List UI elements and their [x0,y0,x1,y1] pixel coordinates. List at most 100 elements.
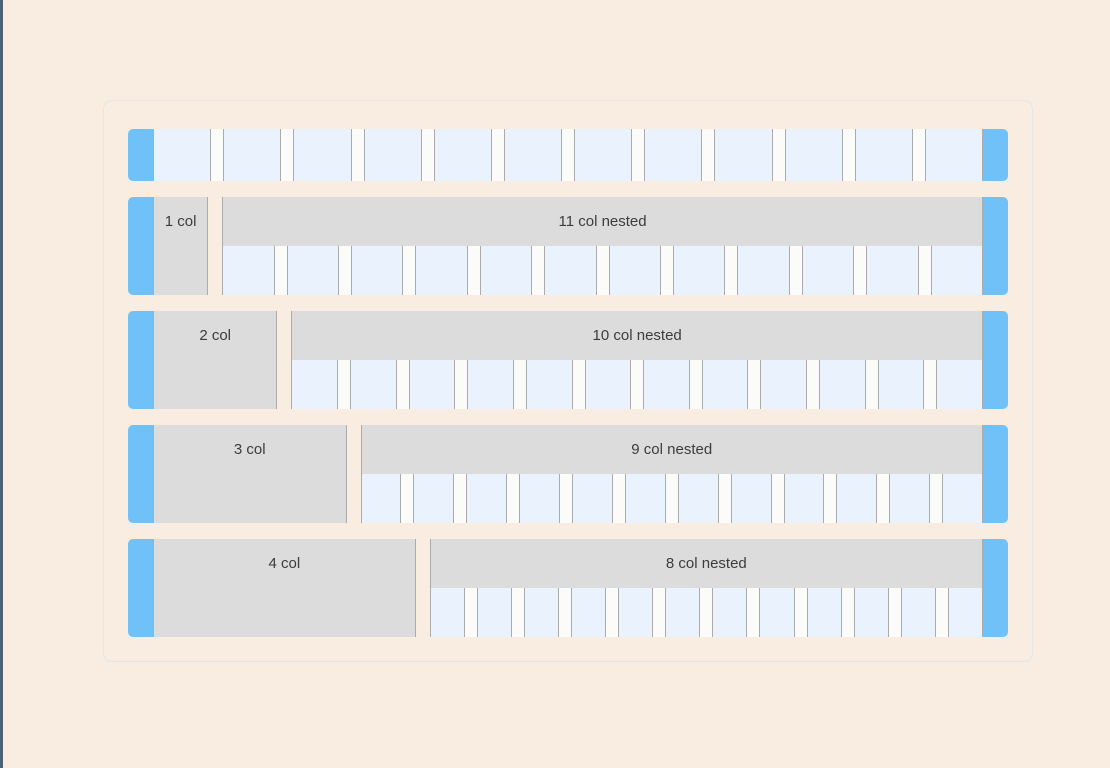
column-gutter [664,474,679,523]
row-content: 3 col 9 col nested [153,425,983,523]
grid-row [128,129,1008,181]
grid-column-cell [931,246,983,295]
striped-column-row [361,474,982,523]
grid-column-cell [901,588,935,637]
row-gutter [416,539,430,637]
grid-column-cell [520,474,559,523]
striped-column-row [430,588,982,637]
column-span-block: 1 col [153,197,209,295]
column-gutter [699,588,714,637]
grid-column-cell [573,474,612,523]
column-gutter [746,588,761,637]
grid-column-cell [925,129,983,181]
grid-column-cell [223,246,274,295]
grid-column-cell [524,588,558,637]
grid-column-cell [224,129,281,181]
grid-column-cell [468,360,513,409]
grid-row: 3 col 9 col nested [128,425,1008,523]
column-gutter [531,246,546,295]
nested-grid-header: 9 col nested [361,425,982,474]
nested-span-label: 10 col nested [592,327,682,344]
row-edge-cap-left [128,129,153,181]
column-gutter [510,588,525,637]
nested-grid-container: 11 col nested [222,197,983,295]
grid-column-cell [575,129,632,181]
grid-column-cell [731,474,771,523]
grid-column-cell [678,474,718,523]
grid-column-cell [619,588,653,637]
grid-column-cell [666,588,700,637]
nested-span-label: 8 col nested [665,555,747,572]
column-gutter [652,588,667,637]
column-gutter [561,129,576,181]
grid-demo-card: 1 col 11 col nested 2 col 10 col nested 3 co… [103,100,1033,662]
grid-column-cell [361,474,401,523]
column-gutter [605,588,620,637]
grid-column-cell [645,129,702,181]
column-gutter [400,474,415,523]
grid-column-cell [644,360,689,409]
grid-column-cell [760,588,794,637]
column-gutter [770,474,785,523]
column-gutter [929,474,944,523]
nested-grid-header: 10 col nested [292,311,982,360]
grid-column-cell [430,588,464,637]
row-edge-cap-left [128,197,153,295]
column-gutter [490,129,505,181]
grid-column-cell [294,129,351,181]
grid-column-cell [674,246,725,295]
column-gutter [280,129,295,181]
column-gutter [571,360,586,409]
column-gutter [395,360,410,409]
column-span-label: 1 col [164,213,197,230]
row-edge-cap-left [128,539,153,637]
column-gutter [273,246,288,295]
grid-column-cell [878,360,924,409]
column-gutter [806,360,821,409]
column-gutter [823,474,838,523]
grid-column-cell [609,246,660,295]
screen-left-edge-strip [0,0,3,768]
row-edge-cap-right [983,425,1008,523]
column-gutter [337,246,352,295]
column-gutter [559,474,573,523]
nested-grid-container: 10 col nested [291,311,983,409]
nested-span-label: 11 col nested [558,213,647,230]
column-span-block: 4 col [153,539,416,637]
grid-column-cell [154,129,211,181]
grid-row: 4 col 8 col nested [128,539,1008,637]
column-gutter [923,360,938,409]
column-gutter [793,588,808,637]
column-gutter [688,360,703,409]
grid-column-cell [434,129,491,181]
striped-column-row [153,129,983,181]
striped-column-row [292,360,983,409]
grid-column-cell [545,246,596,295]
grid-column-cell [702,360,748,409]
row-edge-cap-right [983,129,1008,181]
grid-column-cell [837,474,877,523]
grid-column-cell [292,360,337,409]
column-gutter [463,588,478,637]
row-edge-cap-right [983,197,1008,295]
row-content: 1 col 11 col nested [153,197,983,295]
column-span-block: 2 col [153,311,278,409]
grid-column-cell [807,588,841,637]
row-gutter [208,197,222,295]
row-edge-cap-right [983,311,1008,409]
column-gutter [420,129,435,181]
grid-column-cell [287,246,338,295]
nested-grid-container: 8 col nested [429,539,983,637]
column-gutter [402,246,417,295]
column-span-label: 2 col [199,327,231,344]
row-content: 4 col 8 col nested [153,539,983,637]
column-gutter [506,474,521,523]
column-span-label: 3 col [233,441,266,458]
grid-column-cell [351,246,403,295]
column-gutter [788,246,803,295]
column-gutter [864,360,879,409]
grid-column-cell [409,360,455,409]
grid-column-cell [785,129,842,181]
column-gutter [717,474,732,523]
